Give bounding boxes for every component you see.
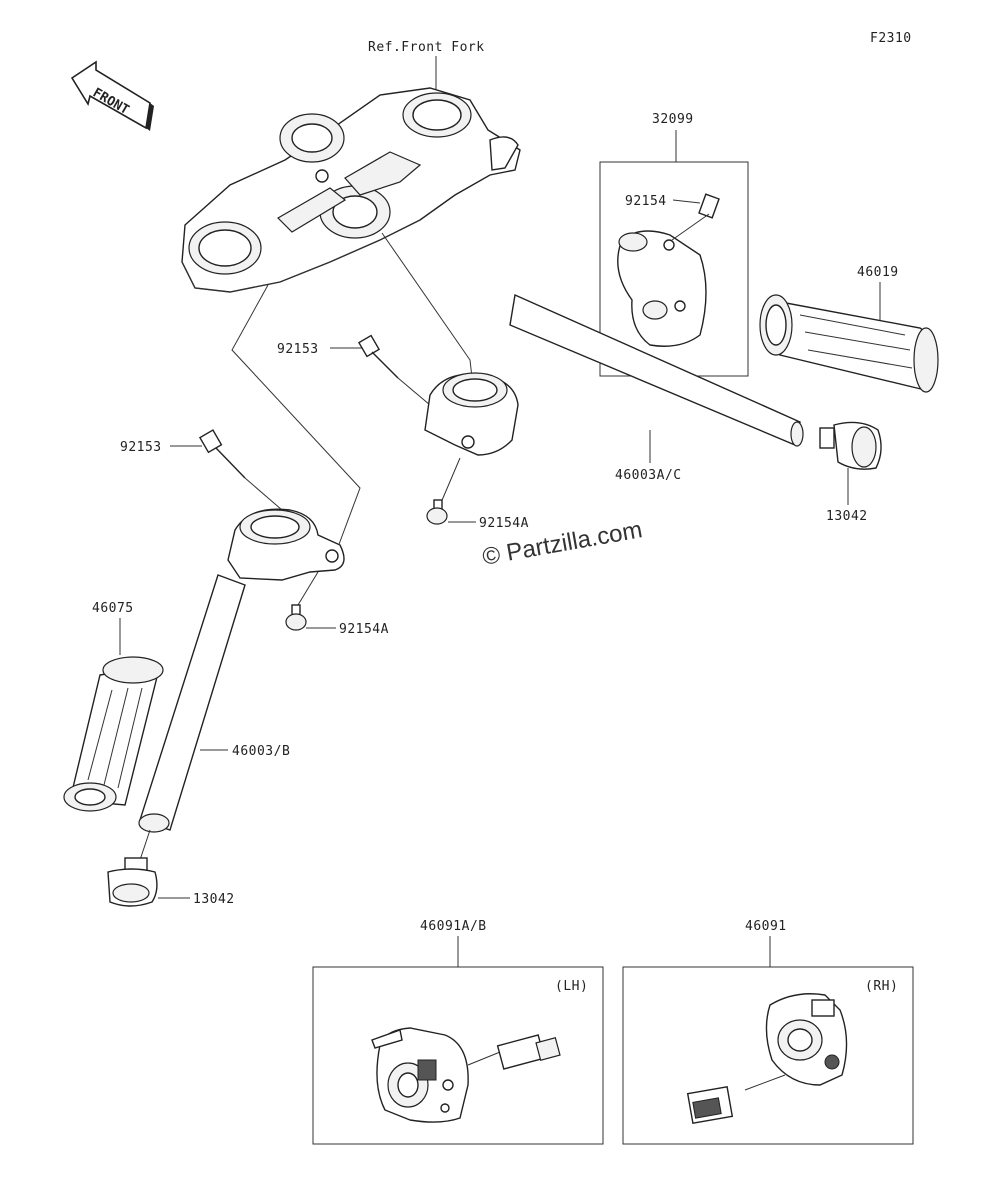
left-handlebar-46003b — [138, 508, 345, 833]
label-92154a-right: 92154A — [479, 516, 529, 531]
switch-housing-rh — [686, 993, 848, 1125]
bolt-92153-right — [357, 334, 431, 406]
bar-end-13042-left — [107, 857, 158, 907]
grip-46075 — [63, 656, 164, 812]
label-92154a-left: 92154A — [339, 622, 389, 637]
label-13042-left: 13042 — [193, 892, 235, 907]
side-label-rh: (RH) — [865, 979, 898, 994]
side-label-lh: (LH) — [555, 979, 588, 994]
front-arrow-icon: FRONT — [70, 60, 154, 131]
label-46003ac: 46003A/C — [615, 468, 682, 483]
part-box-46091 — [622, 966, 914, 1145]
bolt-92153-left — [198, 429, 283, 511]
label-46091ab: 46091A/B — [420, 919, 487, 934]
label-46003b: 46003/B — [232, 744, 290, 759]
label-92154: 92154 — [625, 194, 667, 209]
label-92153-right: 92153 — [277, 342, 319, 357]
bar-end-13042-right — [819, 421, 882, 470]
throttle-grip-46019 — [759, 294, 939, 393]
ref-front-fork-label: Ref.Front Fork — [368, 40, 485, 55]
right-handlebar-46003ac — [424, 293, 804, 456]
throttle-housing-32099 — [617, 193, 720, 347]
label-92153-left: 92153 — [120, 440, 162, 455]
guide-line-left — [231, 284, 361, 556]
screw-92154a-left — [285, 571, 319, 631]
label-46019: 46019 — [857, 265, 899, 280]
part-box-46091ab — [312, 966, 604, 1145]
diagram-code: F2310 — [870, 31, 912, 46]
switch-housing-lh — [371, 1027, 561, 1123]
label-32099: 32099 — [652, 112, 694, 127]
label-46091: 46091 — [745, 919, 787, 934]
label-46075: 46075 — [92, 601, 134, 616]
upper-triple-clamp — [181, 87, 521, 293]
label-13042-right: 13042 — [826, 509, 868, 524]
screw-92154a-right — [426, 457, 461, 525]
